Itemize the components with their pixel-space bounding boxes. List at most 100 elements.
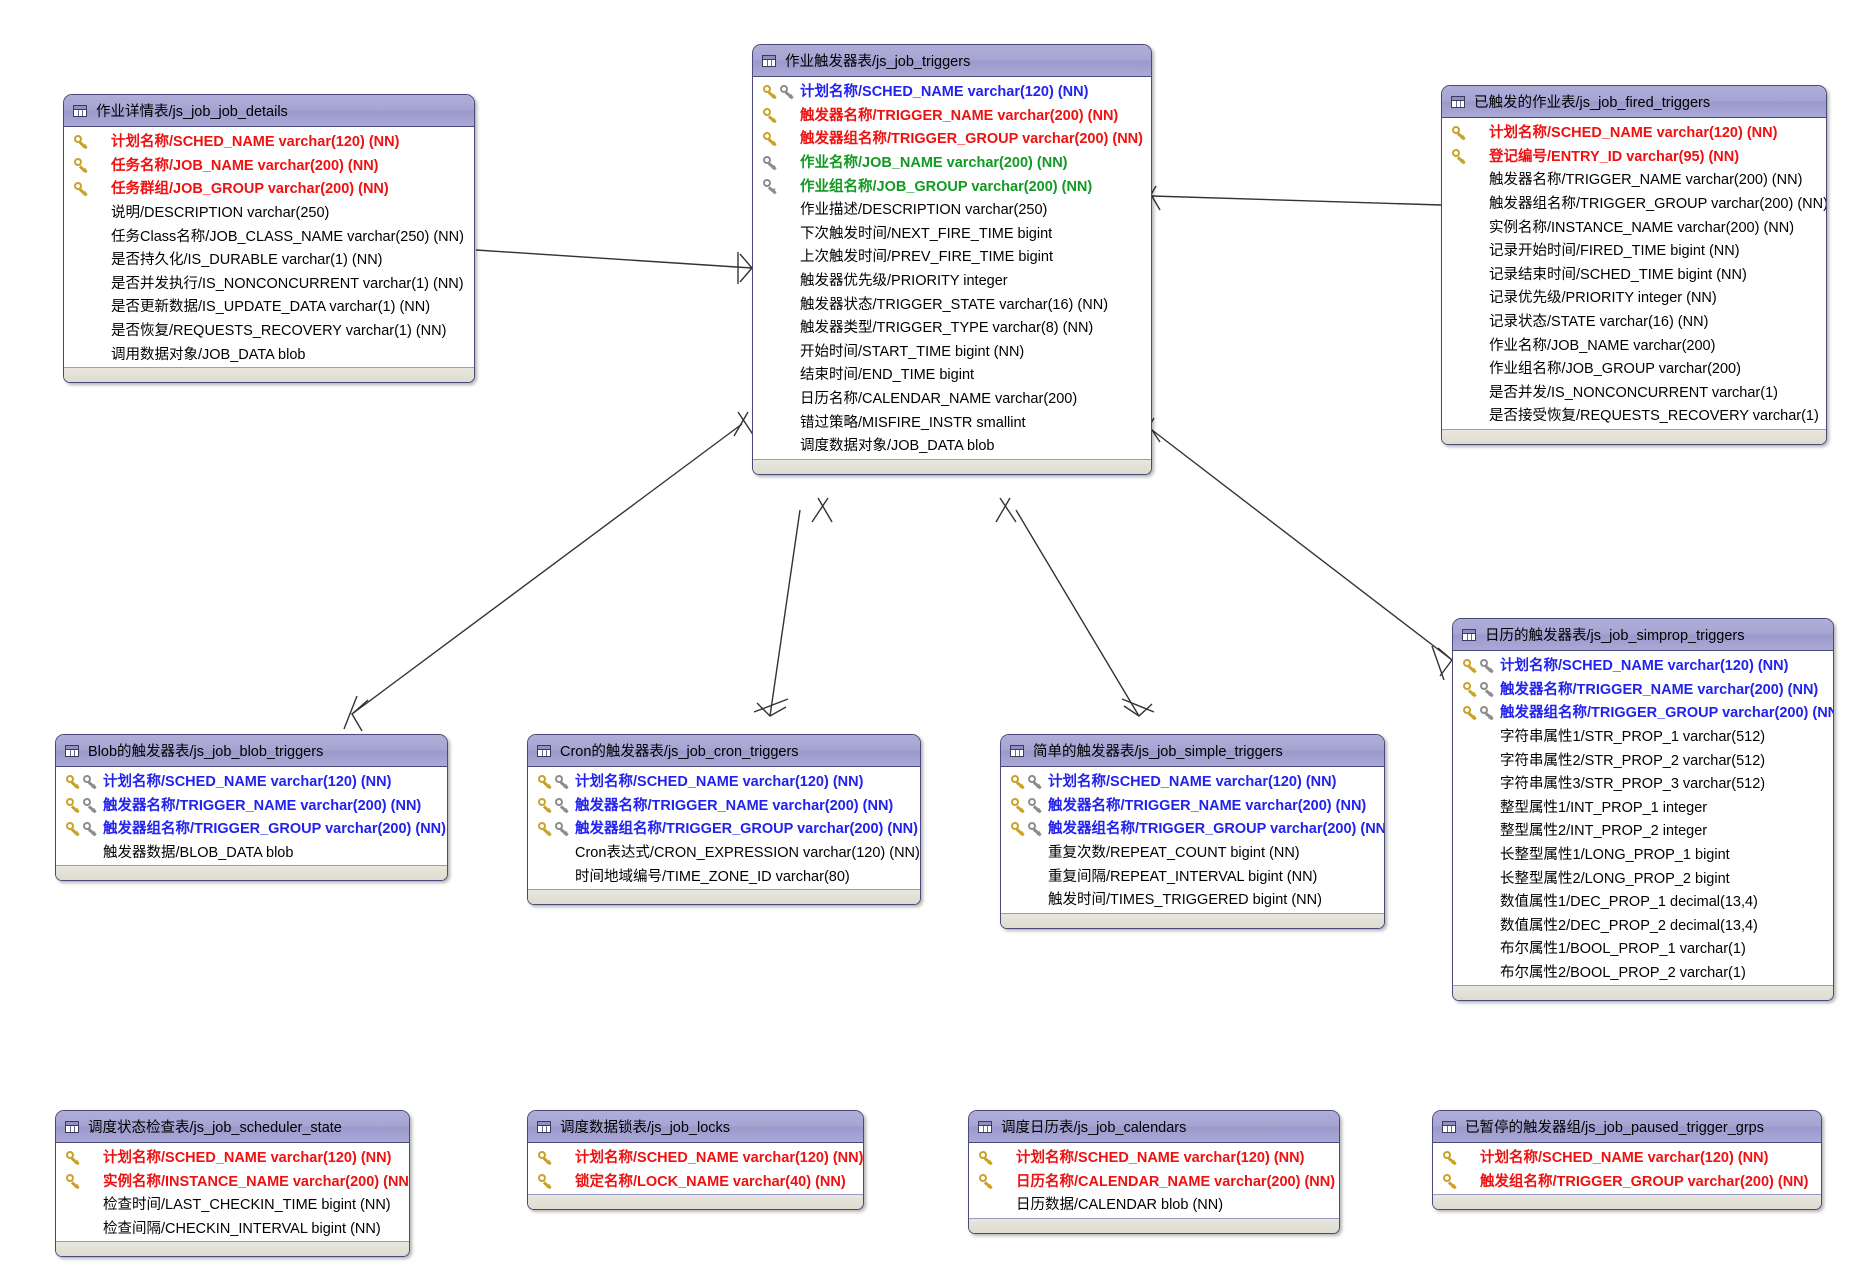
entity-attribute-row[interactable]: 长整型属性1/LONG_PROP_1 bigint xyxy=(1453,842,1833,866)
entity-attribute-row[interactable]: 计划名称/SCHED_NAME varchar(120) (NN) xyxy=(528,769,920,793)
entity-attribute-row[interactable]: 结束时间/END_TIME bigint xyxy=(753,362,1151,386)
entity-attribute-row[interactable]: 记录结束时间/SCHED_TIME bigint (NN) xyxy=(1442,262,1826,286)
entity-attribute-row[interactable]: 是否接受恢复/REQUESTS_RECOVERY varchar(1) xyxy=(1442,403,1826,427)
entity-attribute-row[interactable]: 长整型属性2/LONG_PROP_2 bigint xyxy=(1453,865,1833,889)
entity-attribute-row[interactable]: 计划名称/SCHED_NAME varchar(120) (NN) xyxy=(64,129,474,153)
entity-header-cron_triggers[interactable]: Cron的触发器表/js_job_cron_triggers xyxy=(528,735,920,767)
entity-attribute-row[interactable]: 触发器组名称/TRIGGER_GROUP varchar(200) (NN) xyxy=(1453,700,1833,724)
entity-attribute-row[interactable]: 重复间隔/REPEAT_INTERVAL bigint (NN) xyxy=(1001,863,1384,887)
entity-attribute-row[interactable]: 触发器名称/TRIGGER_NAME varchar(200) (NN) xyxy=(1001,793,1384,817)
entity-attribute-row[interactable]: 触发器名称/TRIGGER_NAME varchar(200) (NN) xyxy=(528,793,920,817)
entity-attribute-row[interactable]: 上次触发时间/PREV_FIRE_TIME bigint xyxy=(753,244,1151,268)
entity-attribute-row[interactable]: 作业名称/JOB_NAME varchar(200) (NN) xyxy=(753,150,1151,174)
entity-attribute-row[interactable]: 记录优先级/PRIORITY integer (NN) xyxy=(1442,285,1826,309)
entity-attribute-row[interactable]: 触发器名称/TRIGGER_NAME varchar(200) (NN) xyxy=(56,793,447,817)
entity-attribute-row[interactable]: 实例名称/INSTANCE_NAME varchar(200) (NN) xyxy=(56,1169,409,1193)
entity-attribute-row[interactable]: 调用数据对象/JOB_DATA blob xyxy=(64,341,474,365)
entity-attribute-row[interactable]: 是否恢复/REQUESTS_RECOVERY varchar(1) (NN) xyxy=(64,318,474,342)
entity-attribute-row[interactable]: 作业名称/JOB_NAME varchar(200) xyxy=(1442,332,1826,356)
entity-header-locks[interactable]: 调度数据锁表/js_job_locks xyxy=(528,1111,863,1143)
entity-attribute-row[interactable]: 登记编号/ENTRY_ID varchar(95) (NN) xyxy=(1442,144,1826,168)
entity-attribute-row[interactable]: 作业组名称/JOB_GROUP varchar(200) (NN) xyxy=(753,173,1151,197)
entity-attribute-row[interactable]: 计划名称/SCHED_NAME varchar(120) (NN) xyxy=(56,1145,409,1169)
entity-attribute-row[interactable]: 数值属性2/DEC_PROP_2 decimal(13,4) xyxy=(1453,913,1833,937)
entity-attribute-row[interactable]: 字符串属性2/STR_PROP_2 varchar(512) xyxy=(1453,747,1833,771)
entity-attribute-row[interactable]: 触发组名称/TRIGGER_GROUP varchar(200) (NN) xyxy=(1433,1169,1821,1193)
entity-attribute-row[interactable]: 触发器组名称/TRIGGER_GROUP varchar(200) (NN) xyxy=(753,126,1151,150)
entity-header-paused_trigger_grps[interactable]: 已暂停的触发器组/js_job_paused_trigger_grps xyxy=(1433,1111,1821,1143)
entity-attribute-row[interactable]: 锁定名称/LOCK_NAME varchar(40) (NN) xyxy=(528,1169,863,1193)
entity-attribute-row[interactable]: 作业描述/DESCRIPTION varchar(250) xyxy=(753,197,1151,221)
entity-attribute-row[interactable]: 触发器组名称/TRIGGER_GROUP varchar(200) (NN) xyxy=(56,816,447,840)
entity-attribute-row[interactable]: 重复次数/REPEAT_COUNT bigint (NN) xyxy=(1001,840,1384,864)
entity-attribute-row[interactable]: 触发器类型/TRIGGER_TYPE varchar(8) (NN) xyxy=(753,315,1151,339)
entity-attribute-row[interactable]: 任务名称/JOB_NAME varchar(200) (NN) xyxy=(64,153,474,177)
entity-header-fired_triggers[interactable]: 已触发的作业表/js_job_fired_triggers xyxy=(1442,86,1826,118)
entity-attribute-row[interactable]: 计划名称/SCHED_NAME varchar(120) (NN) xyxy=(1442,120,1826,144)
entity-attribute-row[interactable]: 触发器组名称/TRIGGER_GROUP varchar(200) (NN) xyxy=(1001,816,1384,840)
entity-attribute-row[interactable]: 字符串属性3/STR_PROP_3 varchar(512) xyxy=(1453,771,1833,795)
entity-attribute-row[interactable]: 下次触发时间/NEXT_FIRE_TIME bigint xyxy=(753,221,1151,245)
entity-attribute-row[interactable]: 开始时间/START_TIME bigint (NN) xyxy=(753,339,1151,363)
entity-attribute-row[interactable]: 计划名称/SCHED_NAME varchar(120) (NN) xyxy=(528,1145,863,1169)
entity-attribute-row[interactable]: 计划名称/SCHED_NAME varchar(120) (NN) xyxy=(1453,653,1833,677)
entity-attribute-row[interactable]: 整型属性1/INT_PROP_1 integer xyxy=(1453,795,1833,819)
entity-attribute-row[interactable]: 日历名称/CALENDAR_NAME varchar(200) xyxy=(753,386,1151,410)
entity-attribute-row[interactable]: 记录开始时间/FIRED_TIME bigint (NN) xyxy=(1442,238,1826,262)
entity-attribute-row[interactable]: 时间地域编号/TIME_ZONE_ID varchar(80) xyxy=(528,863,920,887)
entity-header-blob_triggers[interactable]: Blob的触发器表/js_job_blob_triggers xyxy=(56,735,447,767)
entity-attribute-row[interactable]: 触发器名称/TRIGGER_NAME varchar(200) (NN) xyxy=(1442,167,1826,191)
entity-attribute-row[interactable]: 触发器优先级/PRIORITY integer xyxy=(753,268,1151,292)
entity-attribute-row[interactable]: Cron表达式/CRON_EXPRESSION varchar(120) (NN… xyxy=(528,840,920,864)
entity-attribute-row[interactable]: 触发器状态/TRIGGER_STATE varchar(16) (NN) xyxy=(753,291,1151,315)
entity-attribute-row[interactable]: 日历名称/CALENDAR_NAME varchar(200) (NN) xyxy=(969,1169,1339,1193)
entity-attribute-row[interactable]: 触发器名称/TRIGGER_NAME varchar(200) (NN) xyxy=(1453,677,1833,701)
entity-attribute-row[interactable]: 计划名称/SCHED_NAME varchar(120) (NN) xyxy=(1001,769,1384,793)
entity-attribute-row[interactable]: 布尔属性2/BOOL_PROP_2 varchar(1) xyxy=(1453,960,1833,984)
entity-attribute-row[interactable]: 任务群组/JOB_GROUP varchar(200) (NN) xyxy=(64,176,474,200)
entity-attribute-row[interactable]: 检查时间/LAST_CHECKIN_TIME bigint (NN) xyxy=(56,1192,409,1216)
entity-attribute-row[interactable]: 触发器组名称/TRIGGER_GROUP varchar(200) (NN) xyxy=(1442,191,1826,215)
entity-attribute-row[interactable]: 计划名称/SCHED_NAME varchar(120) (NN) xyxy=(969,1145,1339,1169)
entity-attribute-row[interactable]: 错过策略/MISFIRE_INSTR smallint xyxy=(753,409,1151,433)
entity-attribute-row[interactable]: 记录状态/STATE varchar(16) (NN) xyxy=(1442,309,1826,333)
entity-header-simprop_triggers[interactable]: 日历的触发器表/js_job_simprop_triggers xyxy=(1453,619,1833,651)
entity-header-job_details[interactable]: 作业详情表/js_job_job_details xyxy=(64,95,474,127)
entity-header-job_triggers[interactable]: 作业触发器表/js_job_triggers xyxy=(753,45,1151,77)
entity-header-simple_triggers[interactable]: 简单的触发器表/js_job_simple_triggers xyxy=(1001,735,1384,767)
entity-attribute-row[interactable]: 触发器组名称/TRIGGER_GROUP varchar(200) (NN) xyxy=(528,816,920,840)
entity-attribute-row[interactable]: 字符串属性1/STR_PROP_1 varchar(512) xyxy=(1453,724,1833,748)
entity-attribute-row[interactable]: 触发时间/TIMES_TRIGGERED bigint (NN) xyxy=(1001,887,1384,911)
entity-attribute-row[interactable]: 整型属性2/INT_PROP_2 integer xyxy=(1453,818,1833,842)
entity-header-scheduler_state[interactable]: 调度状态检查表/js_job_scheduler_state xyxy=(56,1111,409,1143)
entity-attribute-row[interactable]: 是否并发/IS_NONCONCURRENT varchar(1) xyxy=(1442,380,1826,404)
entity-attribute-row[interactable]: 日历数据/CALENDAR blob (NN) xyxy=(969,1192,1339,1216)
entity-attribute-row[interactable]: 触发器名称/TRIGGER_NAME varchar(200) (NN) xyxy=(753,103,1151,127)
entity-attribute-row[interactable]: 作业组名称/JOB_GROUP varchar(200) xyxy=(1442,356,1826,380)
entity-attribute-row[interactable]: 是否更新数据/IS_UPDATE_DATA varchar(1) (NN) xyxy=(64,294,474,318)
entity-attribute-row[interactable]: 说明/DESCRIPTION varchar(250) xyxy=(64,200,474,224)
entity-attribute-row[interactable]: 检查间隔/CHECKIN_INTERVAL bigint (NN) xyxy=(56,1216,409,1240)
entity-attribute-row[interactable]: 调度数据对象/JOB_DATA blob xyxy=(753,433,1151,457)
entity-attribute-row[interactable]: 计划名称/SCHED_NAME varchar(120) (NN) xyxy=(56,769,447,793)
entity-attribute-row[interactable]: 布尔属性1/BOOL_PROP_1 varchar(1) xyxy=(1453,936,1833,960)
entity-attribute-row[interactable]: 数值属性1/DEC_PROP_1 decimal(13,4) xyxy=(1453,889,1833,913)
entity-attribute-row[interactable]: 是否持久化/IS_DURABLE varchar(1) (NN) xyxy=(64,247,474,271)
entity-header-calendars[interactable]: 调度日历表/js_job_calendars xyxy=(969,1111,1339,1143)
entity-attribute-row[interactable]: 计划名称/SCHED_NAME varchar(120) (NN) xyxy=(1433,1145,1821,1169)
entity-attribute-row[interactable]: 是否并发执行/IS_NONCONCURRENT varchar(1) (NN) xyxy=(64,271,474,295)
entity-attribute-row[interactable]: 计划名称/SCHED_NAME varchar(120) (NN) xyxy=(753,79,1151,103)
entity-attribute-row[interactable]: 任务Class名称/JOB_CLASS_NAME varchar(250) (N… xyxy=(64,223,474,247)
entity-attribute-row[interactable]: 触发器数据/BLOB_DATA blob xyxy=(56,840,447,864)
entity-attribute-row[interactable]: 实例名称/INSTANCE_NAME varchar(200) (NN) xyxy=(1442,214,1826,238)
